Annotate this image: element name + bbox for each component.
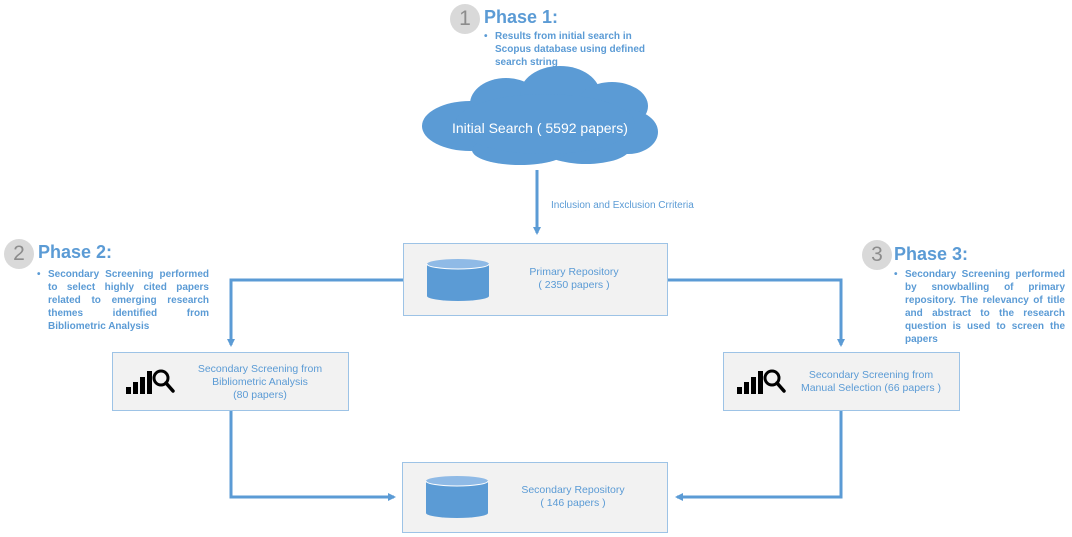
phase-2-badge: 2: [4, 239, 34, 269]
database-icon: [426, 259, 490, 301]
phase-2-title: Phase 2:: [38, 242, 113, 262]
phase-3-text: Secondary Screening performed by snowbal…: [905, 269, 1065, 345]
primary-repository-box: Primary Repository ( 2350 papers ): [403, 243, 668, 316]
criteria-label: Inclusion and Exclusion Crriteria: [551, 200, 694, 211]
manual-line-2: Manual Selection (66 papers ): [800, 382, 942, 394]
database-icon: [425, 476, 489, 518]
chart-search-icon: [126, 369, 175, 394]
phase-3-bullet: • Secondary Screening performed by snowb…: [894, 268, 1065, 346]
bullet-dot-icon: •: [894, 269, 898, 280]
manual-screening-text: Secondary Screening from Manual Selectio…: [796, 369, 946, 395]
phase-1-title: Phase 1:: [484, 7, 559, 27]
phase-1-badge: 1: [450, 4, 480, 34]
phase-1-text: Results from initial search in Scopus da…: [495, 31, 646, 68]
arrow-primary-to-manual: [668, 278, 845, 347]
manual-screening-box: Secondary Screening from Manual Selectio…: [723, 352, 960, 411]
phase-1-bullet: • Results from initial search in Scopus …: [484, 30, 655, 69]
primary-repository-title: Primary Repository: [529, 266, 619, 278]
arrow-manual-to-secondary: [675, 411, 843, 501]
secondary-repository-title: Secondary Repository: [521, 484, 625, 496]
bibliometric-screening-box: Secondary Screening from Bibliometric An…: [112, 352, 349, 411]
primary-repository-count: ( 2350 papers ): [538, 279, 610, 291]
cloud-shape: [422, 66, 658, 165]
arrow-primary-to-bibliometric: [227, 278, 403, 347]
phase-3-title: Phase 3:: [894, 244, 969, 264]
phase-2-bullet: • Secondary Screening performed to selec…: [37, 268, 209, 333]
bibliometric-line-3: (80 papers): [233, 389, 287, 401]
arrow-bibliometric-to-secondary: [229, 411, 396, 501]
bullet-dot-icon: •: [484, 31, 488, 42]
secondary-repository-text: Secondary Repository ( 146 papers ): [503, 484, 643, 510]
primary-repository-text: Primary Repository ( 2350 papers ): [504, 266, 644, 292]
secondary-repository-box: Secondary Repository ( 146 papers ): [402, 462, 668, 533]
phase-2-text: Secondary Screening performed to select …: [48, 269, 209, 332]
bibliometric-line-2: Bibliometric Analysis: [212, 376, 308, 388]
cloud-label: Initial Search ( 5592 papers): [452, 120, 628, 136]
chart-search-icon: [737, 369, 786, 394]
secondary-repository-count: ( 146 papers ): [540, 497, 606, 509]
bibliometric-screening-text: Secondary Screening from Bibliometric An…: [185, 363, 335, 402]
bibliometric-line-1: Secondary Screening from: [197, 363, 323, 375]
manual-line-1: Secondary Screening from: [808, 369, 934, 381]
phase-3-badge: 3: [862, 240, 892, 270]
bullet-dot-icon: •: [37, 269, 41, 280]
